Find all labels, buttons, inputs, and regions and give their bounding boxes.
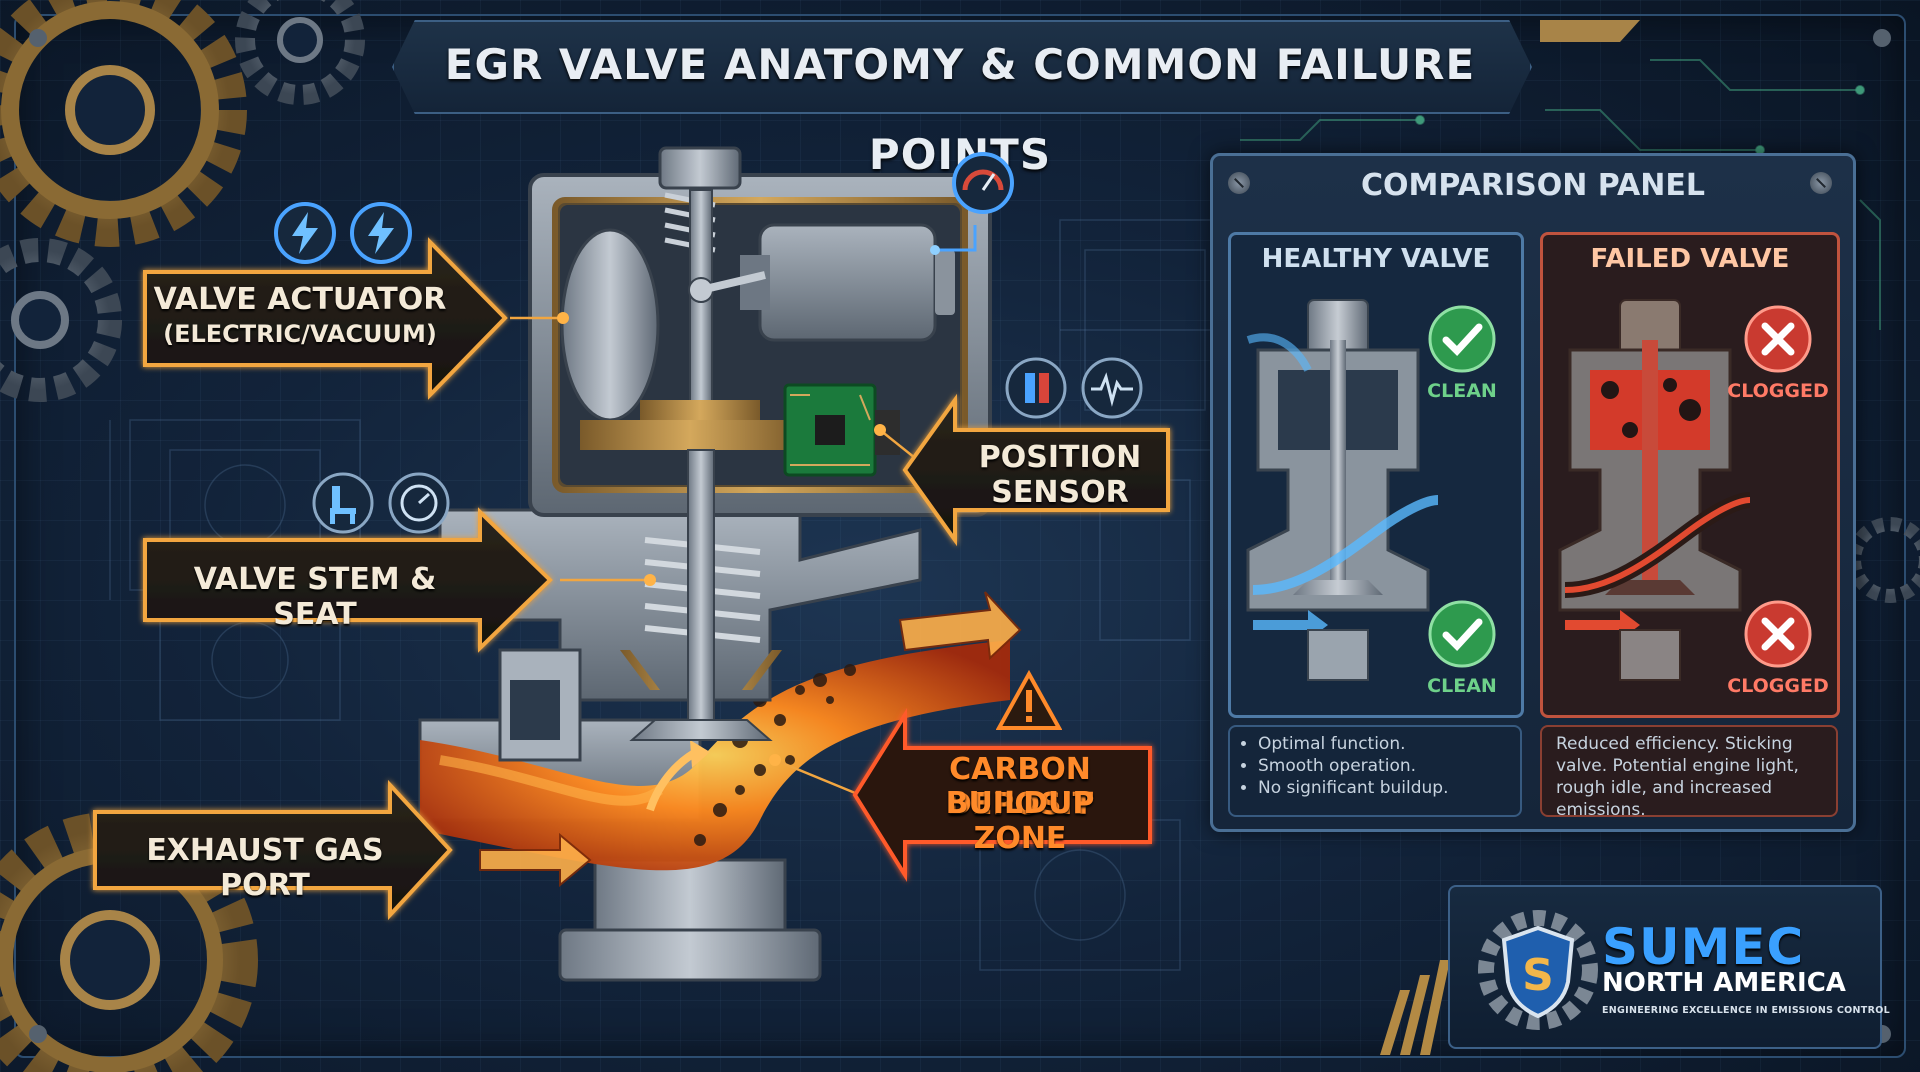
healthy-valve-illustration bbox=[1246, 299, 1438, 681]
screw-icon bbox=[1810, 172, 1832, 194]
page-title: EGR VALVE ANATOMY & COMMON FAILURE POINT… bbox=[444, 40, 1476, 179]
gear-icon bbox=[235, 0, 365, 105]
healthy-description-box bbox=[1228, 725, 1522, 817]
x-mark-icon bbox=[1744, 600, 1812, 668]
comparison-panel-title: COMPARISON PANEL bbox=[1361, 168, 1705, 203]
exhaust-callout-arrow bbox=[93, 779, 453, 921]
outer-frame bbox=[14, 14, 1906, 1058]
brand-tagline: ENGINEERING EXCELLENCE IN EMISSIONS CONT… bbox=[1602, 1005, 1890, 1016]
failed-description: Reduced efficiency. Sticking valve. Pote… bbox=[1556, 734, 1799, 820]
svg-text:S: S bbox=[1522, 950, 1554, 1001]
gauge-icon bbox=[952, 152, 1014, 214]
carbon-callout-arrow bbox=[852, 708, 1152, 882]
gear-icon bbox=[0, 0, 247, 247]
actuator-sublabel: (ELECTRIC/VACUUM) bbox=[163, 320, 437, 348]
brand-name: SUMEC bbox=[1602, 918, 1805, 976]
warning-icon bbox=[996, 670, 1062, 730]
healthy-valve-title: HEALTHY VALVE bbox=[1261, 244, 1491, 274]
checkmark-icon bbox=[1428, 600, 1496, 668]
checkmark-icon bbox=[1428, 305, 1496, 373]
position-sensor-callout-arrow bbox=[902, 393, 1170, 547]
stem-seat-label: VALVE STEM & SEAT bbox=[193, 562, 437, 632]
waveform-icon bbox=[1081, 357, 1143, 419]
failed-description-box bbox=[1540, 725, 1838, 817]
exhaust-label: EXHAUST GAS PORT bbox=[146, 833, 384, 903]
battery-icon bbox=[1005, 357, 1067, 419]
failed-status-top: CLOGGED bbox=[1727, 380, 1829, 402]
failed-valve-illustration bbox=[1558, 299, 1750, 681]
seat-icon bbox=[312, 472, 374, 534]
healthy-status-bottom: CLEAN bbox=[1427, 675, 1497, 697]
carbon-label-2: BUILDUP ZONE bbox=[945, 786, 1095, 856]
brand-region: NORTH AMERICA bbox=[1602, 968, 1846, 998]
actuator-label: VALVE ACTUATOR bbox=[153, 282, 447, 317]
gear-icon bbox=[0, 238, 122, 402]
failed-valve-title: FAILED VALVE bbox=[1590, 244, 1790, 274]
shield-icon: S bbox=[1478, 910, 1598, 1030]
healthy-description: Optimal function. Smooth operation. No s… bbox=[1240, 733, 1510, 799]
failed-status-bottom: CLOGGED bbox=[1727, 675, 1829, 697]
position-sensor-label-1: POSITION bbox=[978, 440, 1142, 475]
stem-seat-callout-arrow bbox=[143, 507, 553, 653]
healthy-point: Optimal function. bbox=[1258, 733, 1510, 755]
actuator-callout-arrow bbox=[143, 237, 508, 400]
gear-icon bbox=[1847, 517, 1920, 603]
lightning-icon bbox=[274, 202, 336, 264]
title-plate bbox=[392, 20, 1532, 114]
healthy-point: No significant buildup. bbox=[1258, 777, 1510, 799]
pressure-gauge-icon bbox=[388, 472, 450, 534]
lightning-icon bbox=[350, 202, 412, 264]
screw-icon bbox=[1228, 172, 1250, 194]
carbon-label-1: CARBON DEPOSIT bbox=[946, 752, 1094, 822]
position-sensor-label-2: SENSOR bbox=[991, 475, 1129, 510]
x-mark-icon bbox=[1744, 305, 1812, 373]
healthy-status-top: CLEAN bbox=[1427, 380, 1497, 402]
healthy-point: Smooth operation. bbox=[1258, 755, 1510, 777]
